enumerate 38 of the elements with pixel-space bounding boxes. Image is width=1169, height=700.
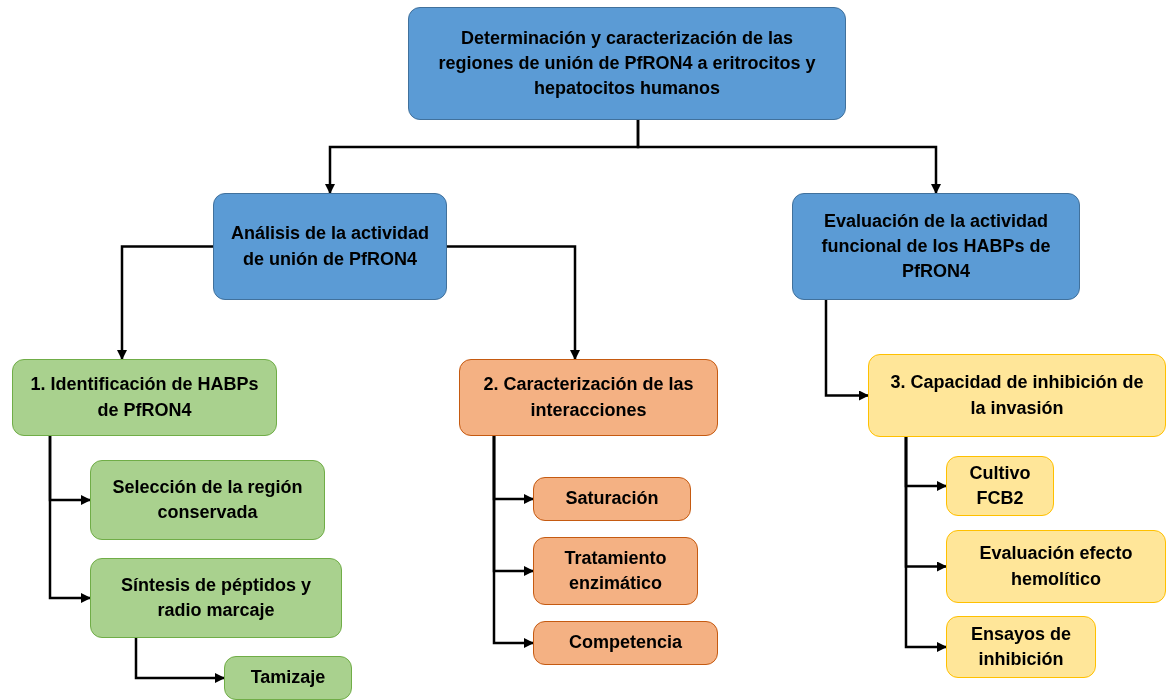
box-text: Ensayos de inhibición: [969, 622, 1072, 671]
connector-arrow: [117, 245, 213, 360]
box-text: Competencia: [569, 631, 682, 655]
process-box: [213, 193, 447, 300]
process-box: [533, 477, 691, 521]
box-text: Selección de la región conservada: [111, 475, 304, 524]
process-box: [946, 616, 1096, 678]
process-box: [868, 354, 1166, 437]
box-text: Síntesis de péptidos y radio marcaje: [119, 573, 312, 622]
process-box: [533, 537, 698, 605]
box-text: Cultivo FCB2: [968, 461, 1032, 510]
box-text: Evaluación efecto hemolítico: [978, 542, 1134, 591]
connector-arrow: [824, 300, 869, 401]
box-text: Evaluación de la actividad funcional de los HABPs de PfRON4: [820, 209, 1052, 284]
process-box: [90, 558, 342, 638]
process-box: [946, 456, 1054, 516]
box-text: 2. Caracterización de las interacciones: [482, 373, 695, 422]
connector-arrow: [636, 120, 941, 194]
process-box: [12, 359, 277, 436]
box-text: Determinación y caracterización de las regiones de unión de PfRON4 a eritrocitos y hepatocitos humanos: [437, 26, 817, 101]
process-box: [408, 7, 846, 120]
box-text: Tratamiento enzimático: [563, 546, 668, 595]
process-box: [946, 530, 1166, 603]
box-text: Análisis de la actividad de unión de PfRON4: [229, 222, 431, 271]
box-text: 1. Identificación de HABPs de PfRON4: [29, 373, 260, 422]
box-text: Saturación: [565, 487, 659, 511]
box-text: Tamizaje: [250, 666, 326, 690]
connector-arrow: [904, 437, 947, 652]
process-box: [792, 193, 1080, 300]
box-text: 3. Capacidad de inhibición de la invasión: [889, 371, 1145, 420]
connector-arrow: [134, 638, 225, 683]
process-box: [459, 359, 718, 436]
connector-arrow: [447, 245, 580, 360]
process-box: [533, 621, 718, 665]
process-box: [224, 656, 352, 700]
connector-arrow: [492, 436, 534, 648]
connector-arrow: [48, 436, 91, 603]
process-box: [90, 460, 325, 540]
